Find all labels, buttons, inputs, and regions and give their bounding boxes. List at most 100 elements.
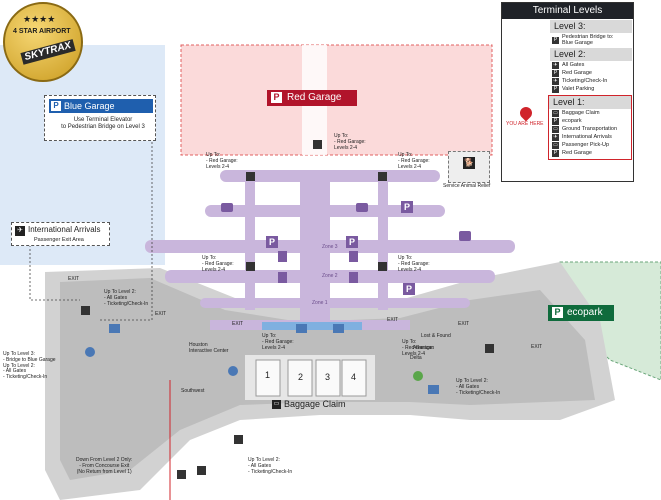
legend-item-text: International Arrivals	[562, 134, 612, 140]
parking-icon: P	[552, 307, 563, 318]
legend-title: Terminal Levels	[502, 3, 633, 19]
elevator-icon	[378, 172, 387, 181]
carousel-number: 3	[325, 372, 331, 382]
red-garage-title: Red Garage	[287, 92, 342, 103]
skytrax-badge: ★★★★ 4 STAR AIRPORT SKYTRAX	[3, 2, 83, 82]
car-icon	[356, 203, 368, 212]
legend-item: P Pedestrian Bridge to: Blue Garage	[552, 33, 633, 47]
parking-icon: P	[271, 92, 282, 103]
up-to-red-garage-label: Up To: - Red Garage: Levels 2-4	[334, 133, 366, 151]
baggage-claim-title: Baggage Claim	[284, 399, 346, 409]
walking-icon	[349, 251, 358, 262]
service-animal-label: Service Animal Relief	[443, 183, 491, 189]
exit-label: EXIT	[387, 317, 399, 323]
carousel-number: 4	[351, 372, 357, 382]
you-are-here-marker	[517, 104, 535, 122]
up-to-level2-label: Up To Level 2: - All Gates - Ticketing/C…	[104, 289, 149, 307]
legend-item: ▭Passenger Pick-Up	[552, 141, 631, 149]
blue-garage-title-bar: P Blue Garage	[49, 99, 153, 113]
elevator-icon	[246, 262, 255, 271]
restroom-icon	[109, 324, 120, 333]
legend-item-text: All Gates	[562, 62, 585, 68]
walking-icon	[278, 251, 287, 262]
carousel-number: 2	[298, 372, 304, 382]
ecopark-label: P ecopark	[548, 305, 614, 321]
up-to-red-garage-label: Up To: - Red Garage: Levels 2-4	[206, 152, 238, 170]
delta-label: Delta	[410, 355, 422, 361]
bus-icon	[459, 231, 471, 241]
elevator-icon	[81, 306, 90, 315]
houston-center-label: Houston Interactive Center	[189, 342, 229, 354]
zone-label: Zone 3	[322, 244, 338, 250]
parking-icon: P	[266, 236, 278, 248]
plane-arrival-icon: ✈	[15, 226, 25, 236]
parking-icon: P	[552, 36, 559, 44]
down-from-level2-label: Down From Level 2 Only: - From Concourse…	[76, 457, 133, 475]
elevator-icon	[177, 470, 186, 479]
exit-label: EXIT	[531, 344, 543, 350]
up-to-red-garage-label: Up To: - Red Garage: Levels 2-4	[398, 255, 430, 273]
exit-label: EXIT	[68, 276, 80, 282]
elevator-icon	[234, 435, 243, 444]
legend-item-text: Ticketing/Check-In	[562, 78, 608, 84]
bus-icon: ▭	[552, 125, 559, 133]
restroom-icon	[428, 385, 439, 394]
legend-item: ▭Ground Transportation	[552, 125, 631, 133]
legend-item-text: ecopark	[562, 118, 582, 124]
up-to-red-garage-label: Up To: - Red Garage: Levels 2-4	[202, 255, 234, 273]
badge-line2: SKYTRAX	[20, 39, 76, 65]
elevator-icon	[485, 344, 494, 353]
zone-label: Zone 1	[312, 300, 328, 306]
southwest-label: Southwest	[181, 388, 205, 394]
exit-label: EXIT	[232, 321, 244, 327]
baggage-icon: ▭	[272, 400, 281, 409]
ecopark-title: ecopark	[567, 307, 603, 318]
parking-icon: P	[346, 236, 358, 248]
legend-item: ✈All Gates	[552, 61, 633, 69]
parking-icon: P	[552, 85, 559, 93]
legend-item-text: Red Garage	[562, 150, 592, 156]
parking-icon: P	[401, 201, 413, 213]
blue-garage-title: Blue Garage	[64, 101, 115, 111]
lost-found-label: Lost & Found	[421, 333, 451, 339]
plane-icon: ✈	[552, 133, 559, 141]
exit-label: EXIT	[155, 311, 167, 317]
parking-icon: P	[403, 283, 415, 295]
restroom-icon	[296, 324, 307, 333]
terminal-levels-legend: Terminal Levels Level 3: P Pedestrian Br…	[501, 2, 634, 182]
car-icon	[221, 203, 233, 212]
blue-garage-note: Use Terminal Elevator to Pedestrian Brid…	[61, 117, 145, 130]
parking-icon: P	[552, 69, 559, 77]
baggage-icon: ▭	[552, 109, 559, 117]
walking-icon	[349, 272, 358, 283]
dog-icon: 🐕	[463, 157, 475, 169]
plane-icon: ✈	[552, 61, 559, 69]
up-to-level3-label: Up To Level 3: - Bridge to Blue Garage U…	[3, 351, 56, 380]
zone-label: Zone 2	[322, 273, 338, 279]
parking-icon: P	[552, 117, 559, 125]
legend-item-text: Baggage Claim	[562, 110, 600, 116]
legend-level3: Level 3:	[550, 20, 632, 33]
elevator-icon	[378, 262, 387, 271]
up-to-red-garage-label: Up To: - Red Garage: Levels 2-4	[262, 333, 294, 351]
you-are-here-label: YOU ARE HERE	[506, 121, 544, 127]
legend-level2: Level 2:	[550, 48, 632, 61]
legend-item-text: Passenger Pick-Up	[562, 142, 610, 148]
international-arrivals-sub: Passenger Exit Area	[34, 237, 84, 243]
parking-icon: P	[51, 101, 61, 111]
restroom-icon	[333, 324, 344, 333]
legend-item-text: Pedestrian Bridge to: Blue Garage	[562, 34, 614, 46]
exit-label: EXIT	[458, 321, 470, 327]
blue-garage-label: P Blue Garage Use Terminal Elevator to P…	[44, 95, 156, 141]
legend-item-text: Red Garage	[562, 70, 592, 76]
international-arrivals-title: International Arrivals	[28, 225, 101, 234]
elevator-icon	[197, 466, 206, 475]
legend-level1: Level 1:	[549, 96, 631, 109]
elevator-icon	[313, 140, 322, 149]
parking-icon: P	[552, 149, 559, 157]
